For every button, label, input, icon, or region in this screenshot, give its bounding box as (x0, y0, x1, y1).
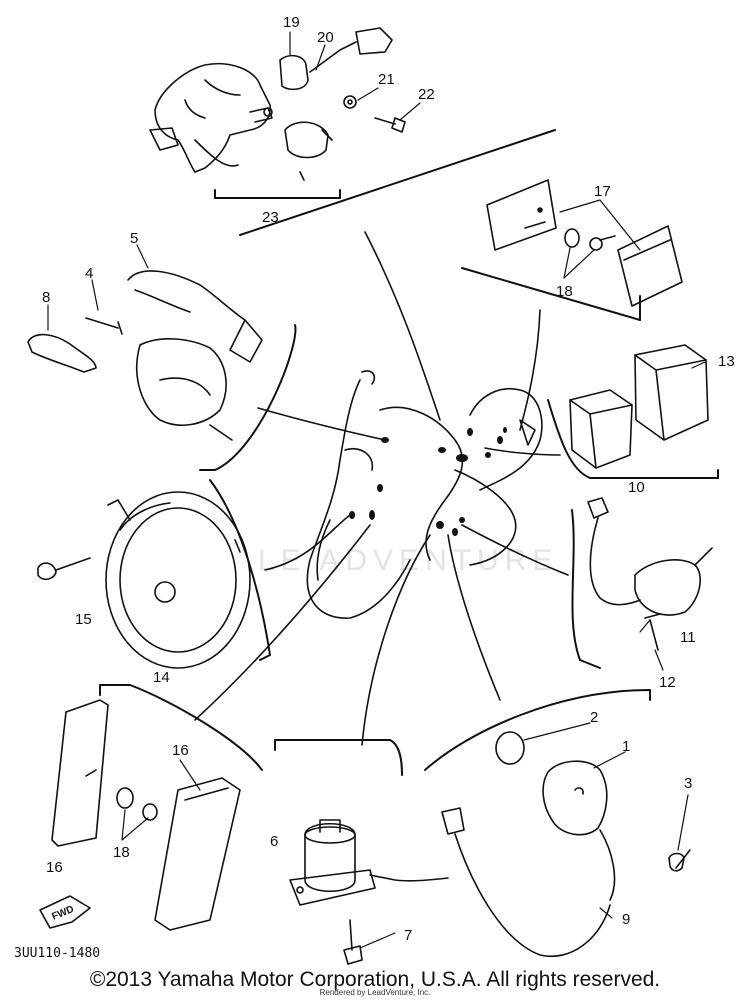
reflector-rear-assembly (486, 179, 683, 307)
diagram-code: 3UU110-1480 (14, 946, 100, 961)
callout-9: 9 (622, 911, 630, 928)
callout-17: 17 (594, 183, 611, 200)
reflector-side-assembly (51, 699, 241, 931)
copyright-notice: ©2013 Yamaha Motor Corporation, U.S.A. A… (89, 968, 661, 991)
handlebar-switch-assembly (149, 27, 406, 181)
rendered-by-note: Rendered by LeadVenture, Inc. (319, 988, 431, 997)
callout-1: 1 (622, 738, 630, 755)
callout-6: 6 (270, 833, 278, 850)
group-brackets (99, 129, 719, 776)
neutral-switch-assembly (587, 497, 713, 651)
callout-5: 5 (130, 230, 138, 247)
callout-20: 20 (317, 29, 334, 46)
callout-11: 11 (680, 629, 696, 646)
callout-21: 21 (378, 71, 395, 88)
leader-lines (47, 31, 706, 949)
harness-lead-lines (194, 231, 569, 746)
callout-3: 3 (684, 775, 692, 792)
fwd-label: FWD (50, 904, 75, 923)
callout-18-top: 18 (556, 283, 573, 300)
callout-23: 23 (262, 209, 279, 226)
callout-7: 7 (404, 927, 412, 944)
relay-units (569, 344, 709, 469)
callout-8: 8 (42, 289, 50, 306)
fwd-arrow-icon: FWD (39, 895, 91, 929)
callout-12: 12 (659, 674, 676, 691)
starter-relay-assembly (289, 819, 449, 965)
sensor-relay-assembly (27, 270, 263, 441)
callout-2: 2 (590, 709, 598, 726)
horn-assembly (37, 491, 251, 669)
callout-16-left: 16 (46, 859, 63, 876)
callout-14: 14 (153, 669, 170, 686)
callout-18-bottom: 18 (113, 844, 130, 861)
wire-harness (306, 370, 543, 619)
callout-15: 15 (75, 611, 92, 628)
callout-19: 19 (283, 14, 300, 31)
callout-10: 10 (628, 479, 645, 496)
callout-22: 22 (418, 86, 435, 103)
callout-16-right: 16 (172, 742, 189, 759)
callout-13: 13 (718, 353, 735, 370)
fuel-sender-assembly (441, 731, 691, 958)
callout-4: 4 (85, 265, 93, 282)
callout-labels: 19 20 21 22 23 5 4 8 17 18 13 10 15 14 1… (14, 14, 735, 961)
